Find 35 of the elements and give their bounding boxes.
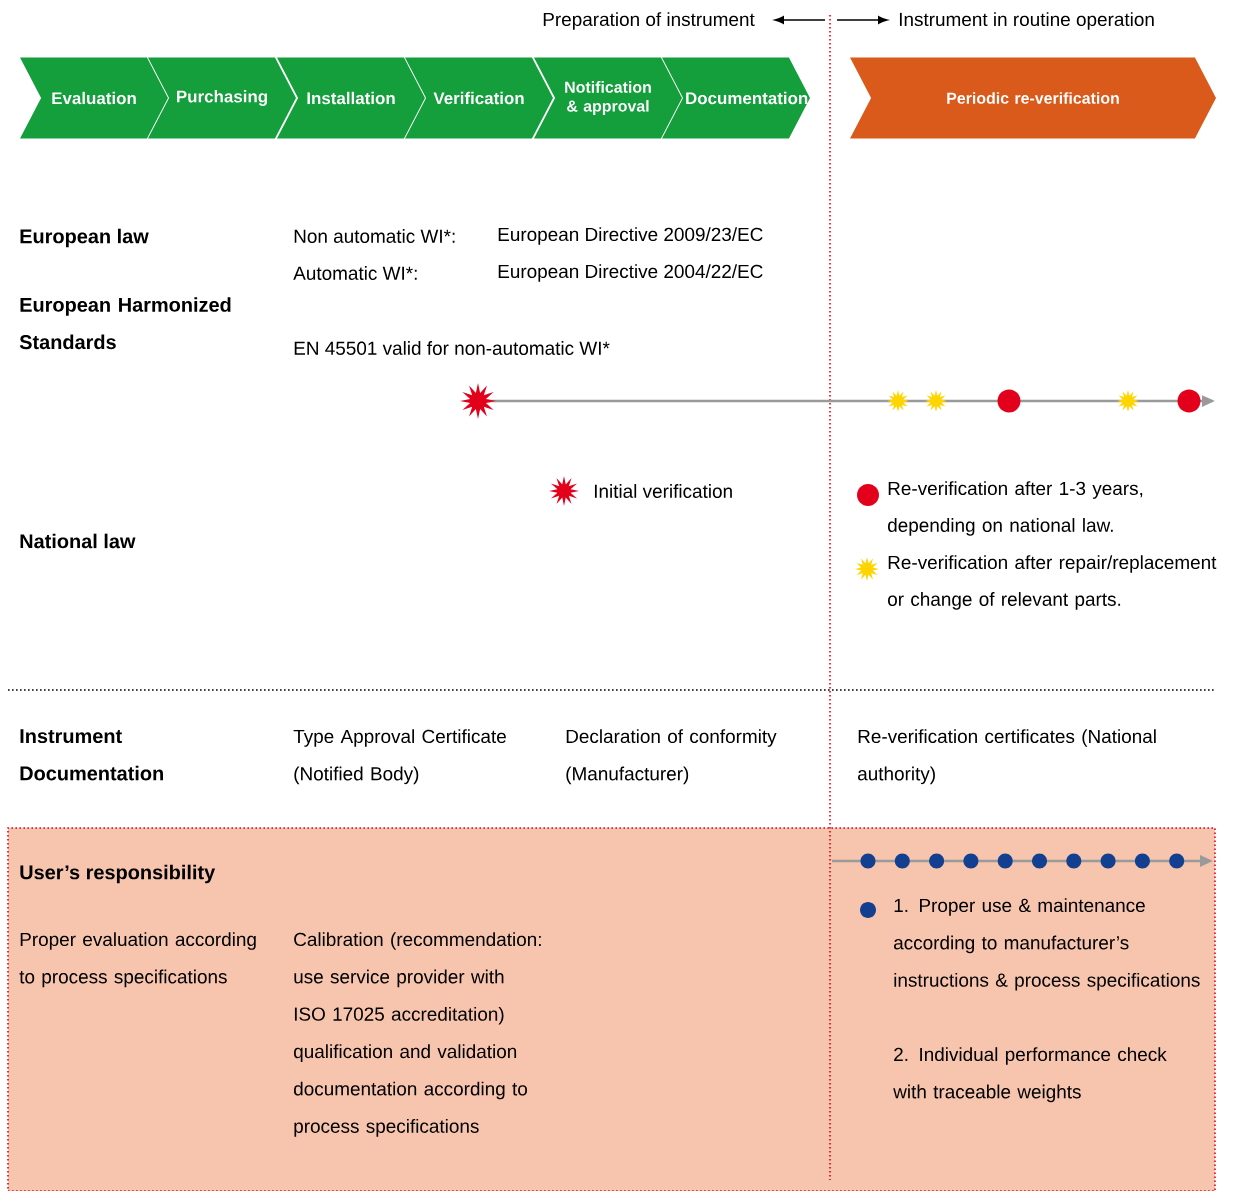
row-heading: National law — [20, 533, 136, 549]
label-text: Automatic WI*: — [293, 266, 417, 280]
heading: User’s responsibility — [20, 864, 216, 884]
label-text: Declaration of conformity (Manufacturer) — [566, 729, 777, 785]
label-text: EN 45501 valid for non-automatic WI* — [294, 341, 610, 355]
node-label: Documentation — [686, 91, 808, 105]
label-text: European Directive 2004/22/EC — [498, 264, 763, 282]
chevron-box: Documentation — [662, 57, 810, 139]
node-label: Installation — [307, 91, 395, 105]
label-text: European Directive 2009/23/EC — [498, 227, 763, 245]
paragraph: Proper evaluation according to process specifications — [19, 932, 256, 988]
legend-text: Re-verification after repair/replacement or change of relevant parts. — [888, 555, 1217, 610]
label-text: Type Approval Certificate (Notified Body) — [293, 729, 506, 785]
label-text: Non automatic WI*: — [294, 229, 455, 243]
node-label: Verification — [433, 91, 524, 105]
legend-text: Re-verification after 1-3 years, depending on national law. — [888, 481, 1143, 536]
list-item: 1. Proper use & maintenance according to manufacturer’s instructions & process specifications — [894, 898, 1200, 991]
chevron-box: Purchasing — [148, 57, 296, 139]
list-item: 2. Individual performance check with traceable weights — [893, 1047, 1167, 1103]
label-text: Re-verification certificates (National authority) — [858, 729, 1156, 785]
chevron-box: Notification & approval — [534, 57, 682, 139]
label-text: Preparation of instrument — [543, 12, 755, 30]
paragraph: Calibration (recommendation: use service provider with ISO 17025 accreditation) qualification and validation documentation according to process specifications — [294, 932, 541, 1137]
chevron-box: Installation — [277, 57, 425, 139]
node-label: Evaluation — [52, 91, 136, 105]
legend-text: Initial verification — [594, 484, 732, 498]
node-label: Notification & approval — [565, 81, 651, 115]
row-heading: Instrument Documentation — [20, 729, 163, 781]
chevron-box: Periodic re-verification — [850, 57, 1216, 139]
chevron-box: Verification — [405, 57, 553, 139]
row-heading: European Harmonized Standards — [19, 297, 231, 350]
chevron-box: Evaluation — [20, 57, 168, 139]
node-label: Purchasing — [177, 90, 267, 106]
row-heading: European law — [20, 228, 149, 248]
label-text: Instrument in routine operation — [899, 12, 1154, 30]
